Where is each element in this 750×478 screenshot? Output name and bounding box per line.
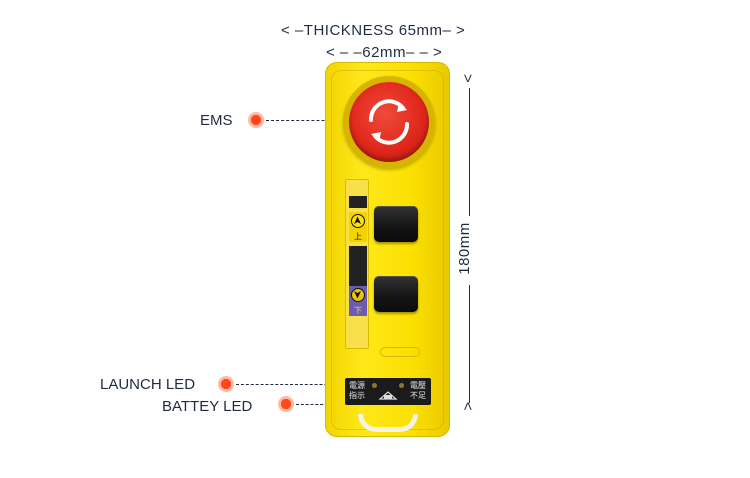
direction-label-strip: 上 下 <box>345 179 369 349</box>
ems-callout-dot <box>248 112 264 128</box>
height-label: 180mm <box>455 222 473 275</box>
up-button[interactable] <box>374 206 418 242</box>
launch-led-callout-dot <box>218 376 234 392</box>
height-line-bottom <box>469 285 470 403</box>
launch-led-callout-label: LAUNCH LED <box>100 376 196 393</box>
arrow-down-icon: < <box>459 401 477 412</box>
thickness-dimension: < –THICKNESS 65mm– > <box>281 22 465 39</box>
body-grip <box>380 347 420 357</box>
thickness-label: THICKNESS 65mm <box>303 22 443 39</box>
battery-warning-icon <box>378 391 398 400</box>
arrow-left-icon: < – – <box>326 44 363 61</box>
launch-led <box>372 383 377 388</box>
up-glyph: 上 <box>354 232 362 241</box>
rotate-arrows-icon <box>368 99 410 145</box>
arrow-right-icon: – > <box>442 22 466 39</box>
down-badge: 下 <box>349 286 367 316</box>
down-glyph: 下 <box>354 306 362 315</box>
up-badge: 上 <box>349 212 367 242</box>
down-arrow-icon <box>351 288 365 302</box>
remote-control-body: 上 下 電源指示 電壓不足 <box>325 62 450 437</box>
ems-callout-label: EMS <box>200 112 233 129</box>
strip-dark-segment-middle <box>349 246 367 286</box>
height-line-top <box>469 88 470 216</box>
down-button[interactable] <box>374 276 418 312</box>
strip-dark-segment-top <box>349 196 367 208</box>
power-indicator-text: 電源指示 <box>349 381 365 400</box>
lanyard-loop <box>358 414 418 432</box>
battery-led-callout-leader <box>296 404 352 405</box>
battery-led <box>399 383 404 388</box>
low-voltage-text: 電壓不足 <box>410 381 426 400</box>
battery-led-callout-label: BATTEY LED <box>162 398 253 415</box>
up-arrow-icon <box>351 214 365 228</box>
width-dimension: < – –62mm– – > <box>326 44 442 61</box>
battery-led-callout-dot <box>278 396 294 412</box>
width-label: 62mm <box>362 44 406 61</box>
launch-led-callout-leader <box>236 384 352 385</box>
led-panel: 電源指示 電壓不足 <box>345 378 431 405</box>
arrow-left-icon: < – <box>281 22 304 39</box>
emergency-stop-button[interactable] <box>349 82 429 162</box>
arrow-right-icon: – – > <box>405 44 443 61</box>
arrow-up-icon: > <box>459 73 477 84</box>
